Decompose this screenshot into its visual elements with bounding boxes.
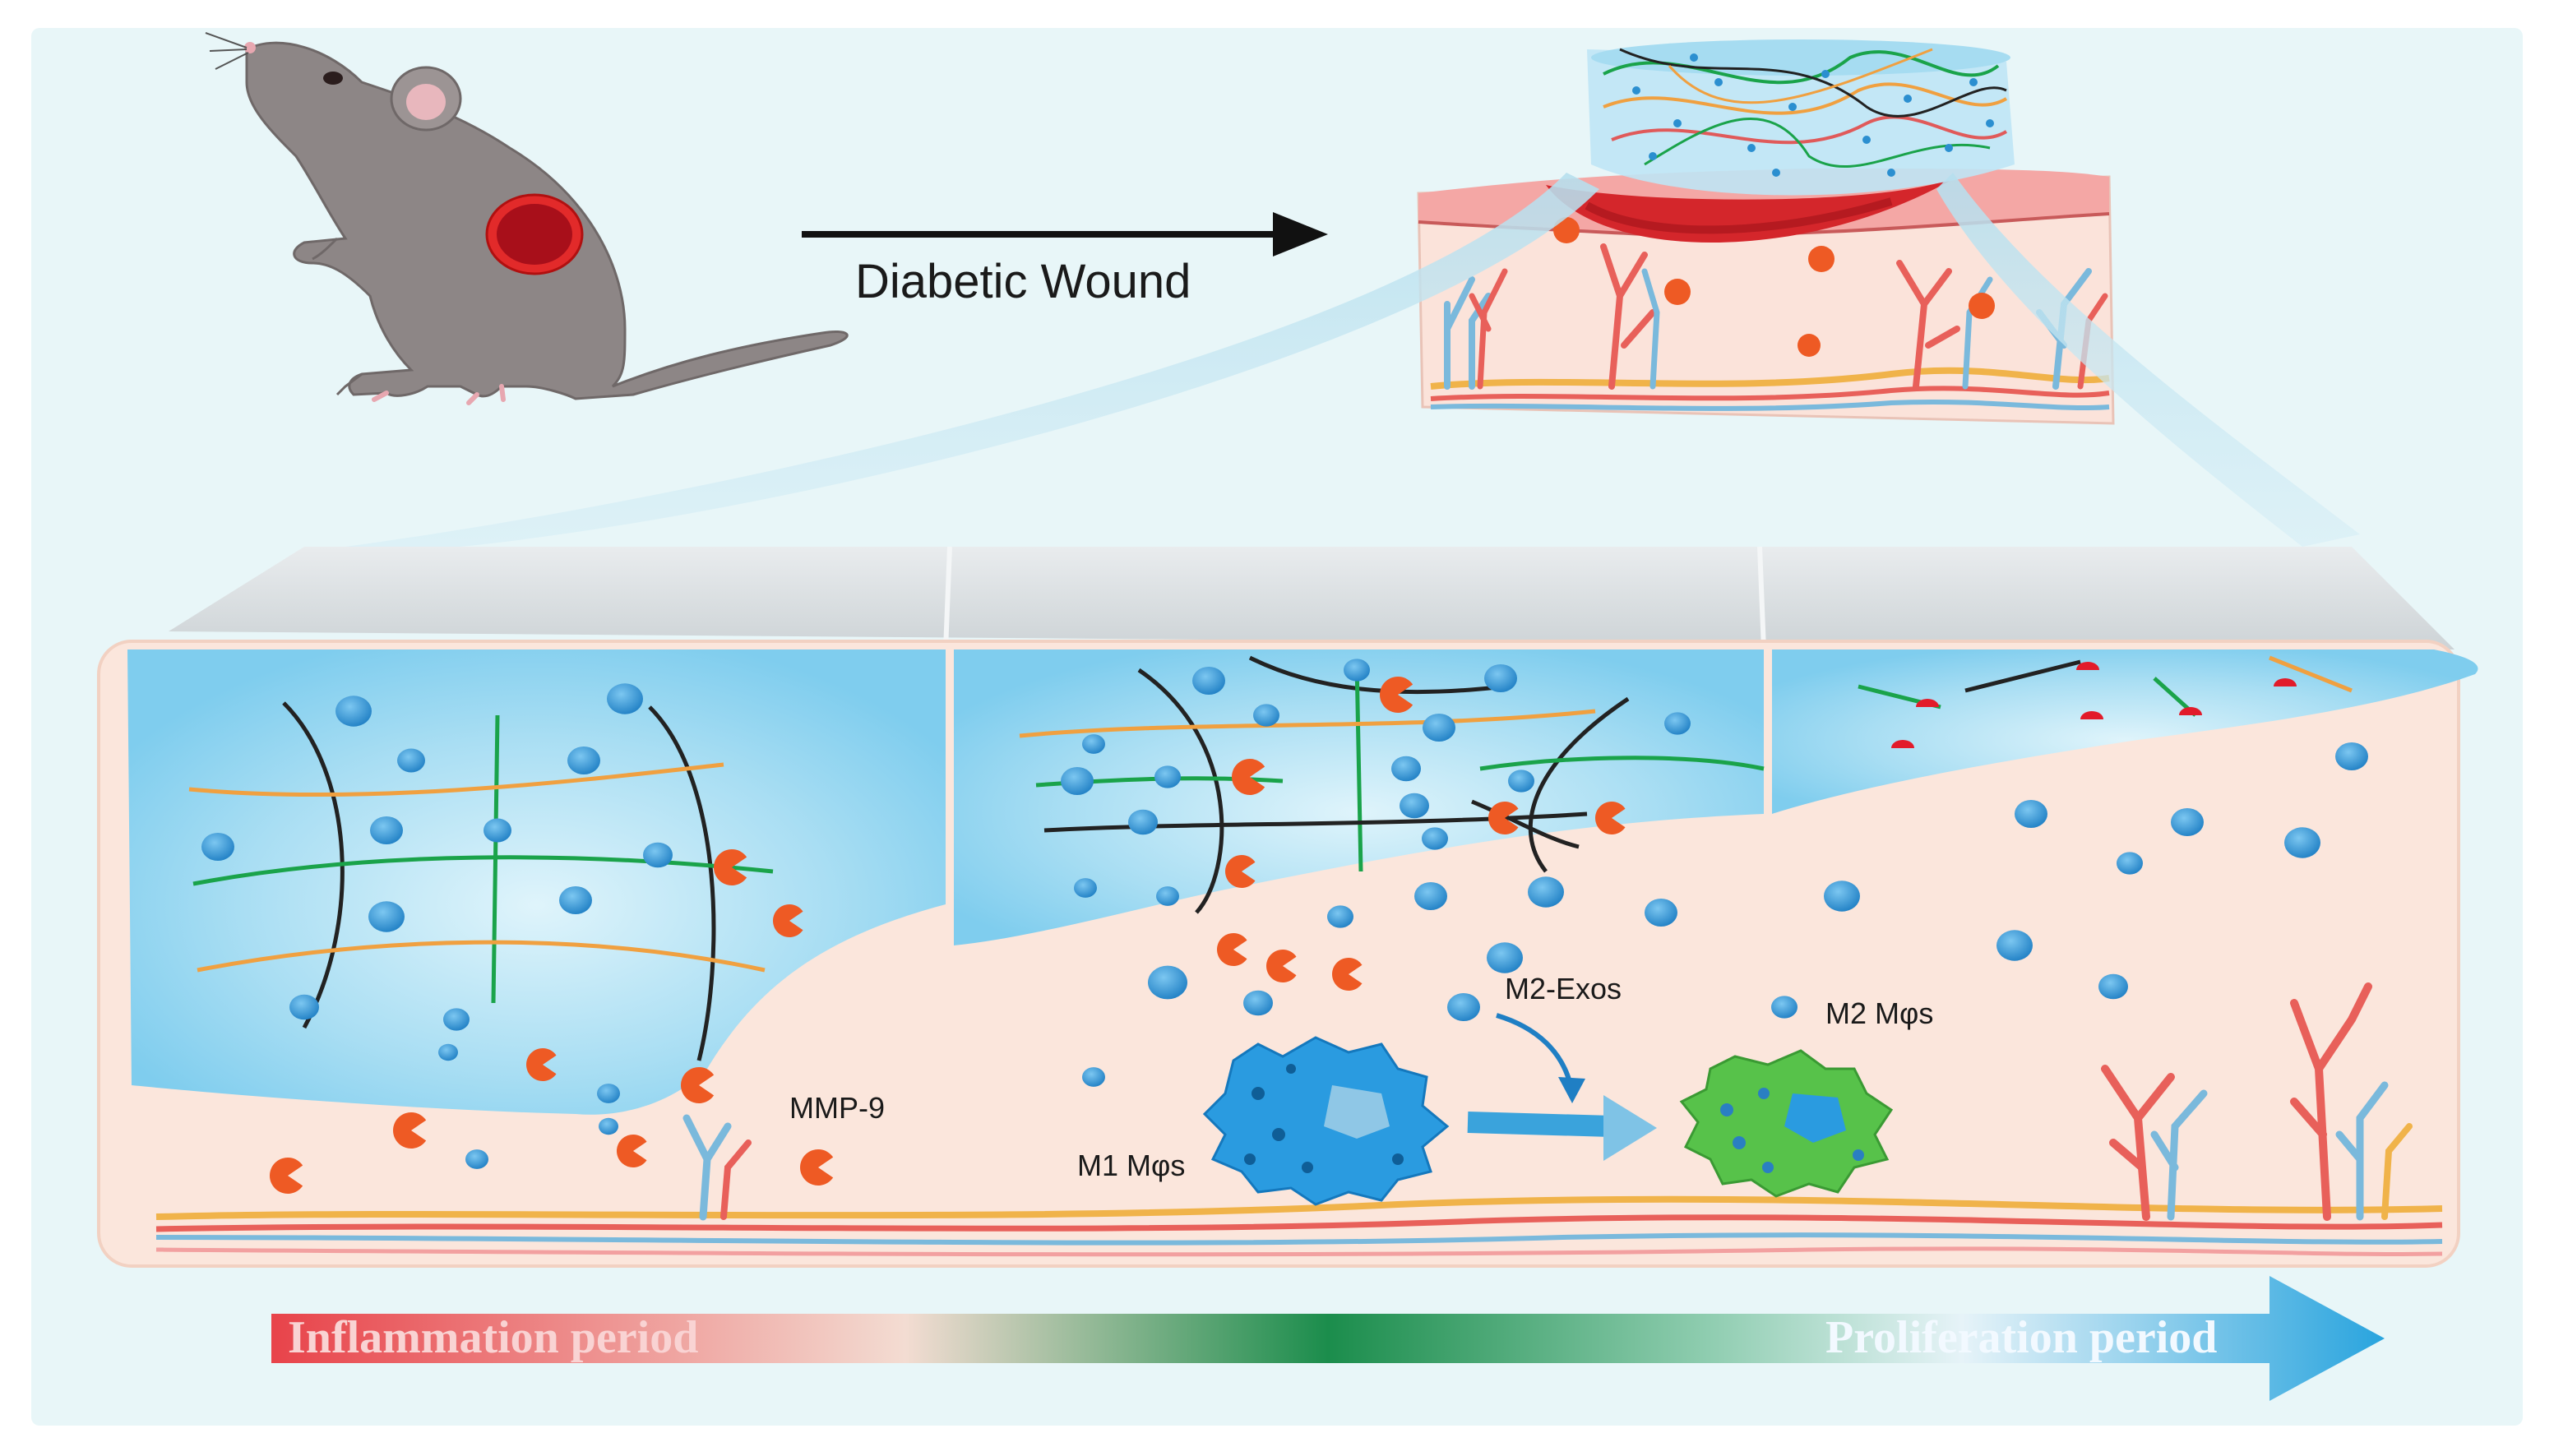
exosome-icon xyxy=(607,683,643,714)
exosome-icon xyxy=(1344,659,1370,682)
exosome-icon xyxy=(1061,767,1094,795)
exosome-icon xyxy=(335,696,372,727)
exosome-icon xyxy=(1422,827,1448,850)
exosome-icon xyxy=(1447,993,1480,1021)
mmp9-label: MMP-9 xyxy=(789,1091,885,1125)
mouse-icon xyxy=(205,32,849,405)
exosome-icon xyxy=(465,1149,488,1169)
exosome-icon xyxy=(559,886,592,914)
exosome-icon xyxy=(1771,996,1798,1019)
exosome-icon xyxy=(1148,965,1187,1000)
mmp9-icon xyxy=(1217,933,1247,966)
exosome-icon xyxy=(1528,876,1564,908)
zoom-funnel-right xyxy=(1936,173,2360,547)
polarization-arrow xyxy=(1467,1095,1657,1161)
main-arrow xyxy=(802,212,1328,257)
timeline: Inflammation period Proliferation period xyxy=(271,1276,2385,1401)
exosome-icon xyxy=(1327,905,1353,928)
mmp9-icon xyxy=(269,1158,303,1194)
exosome-icon xyxy=(368,901,405,932)
exosome-icon xyxy=(484,818,511,843)
arrow-label: Diabetic Wound xyxy=(855,255,1191,308)
mmp9-icon xyxy=(1266,950,1297,982)
exosome-icon xyxy=(643,842,673,868)
mmp9-icon xyxy=(1595,802,1626,834)
exosome-icon xyxy=(1414,882,1447,910)
exosome-icon xyxy=(1128,809,1158,835)
mmp9-icon xyxy=(681,1067,715,1103)
mmp9-icon xyxy=(1332,958,1363,991)
m2-exos-label: M2-Exos xyxy=(1505,972,1622,1005)
exosome-icon xyxy=(443,1008,470,1031)
exosome-icon xyxy=(1156,886,1179,906)
exosome-icon xyxy=(2171,808,2204,836)
exosome-icon xyxy=(2335,742,2368,770)
exosome-icon xyxy=(2117,852,2143,875)
m1-label: M1 Mφs xyxy=(1077,1149,1185,1182)
mmp9-icon xyxy=(714,849,747,885)
timeline-end-label: Proliferation period xyxy=(1825,1312,2217,1363)
exosome-icon xyxy=(438,1043,458,1061)
mmp9-icon xyxy=(1232,758,1265,795)
exosome-icon xyxy=(1996,930,2033,961)
exosome-icon xyxy=(1487,942,1523,973)
exosome-icon xyxy=(1508,770,1534,793)
exosome-icon xyxy=(1391,756,1421,782)
exos-arrow xyxy=(1496,1013,1573,1086)
exosome-icon xyxy=(1192,667,1225,695)
exosome-icon xyxy=(1253,704,1279,727)
exosome-icon xyxy=(599,1117,618,1135)
m2-macrophage xyxy=(1679,1049,1894,1198)
exosome-icon xyxy=(1423,714,1455,742)
exosome-icon xyxy=(1074,878,1097,898)
mmp9-icon xyxy=(393,1112,427,1149)
exosome-icon xyxy=(370,816,403,844)
timeline-arrow xyxy=(271,1276,2385,1401)
timeline-start-label: Inflammation period xyxy=(288,1312,698,1363)
exosome-icon xyxy=(1664,712,1691,735)
exosome-icon xyxy=(1082,734,1105,754)
exosome-icon xyxy=(567,746,600,774)
exosome-icon xyxy=(397,748,425,773)
blood-vessel-icon xyxy=(2101,982,2413,1221)
exosome-icon xyxy=(2284,827,2320,858)
mmp9-icon xyxy=(1488,802,1519,834)
exosome-icon xyxy=(1400,793,1429,819)
exosome-icon xyxy=(1645,899,1677,927)
m1-macrophage xyxy=(1202,1036,1450,1206)
mmp9-icon xyxy=(800,1149,834,1186)
mmp9-icon xyxy=(773,904,803,937)
mmp9-group xyxy=(269,677,1626,1194)
exosome-icon xyxy=(1082,1067,1105,1087)
exosome-group xyxy=(201,659,2368,1169)
mmp9-icon xyxy=(526,1048,557,1081)
exosome-icon xyxy=(2015,800,2047,828)
exosome-icon xyxy=(597,1084,620,1103)
m2-label: M2 Mφs xyxy=(1825,996,1933,1030)
exosome-icon xyxy=(1484,664,1517,692)
exosome-icon xyxy=(289,994,319,1020)
exosome-icon xyxy=(1243,990,1273,1016)
exosome-icon xyxy=(2098,973,2128,1000)
exosome-icon xyxy=(1154,765,1181,788)
mmp9-icon xyxy=(617,1135,647,1167)
mmp9-icon xyxy=(1379,677,1413,714)
exosome-icon xyxy=(201,833,234,861)
exosome-icon xyxy=(1824,881,1860,912)
mmp9-icon xyxy=(1225,855,1256,888)
